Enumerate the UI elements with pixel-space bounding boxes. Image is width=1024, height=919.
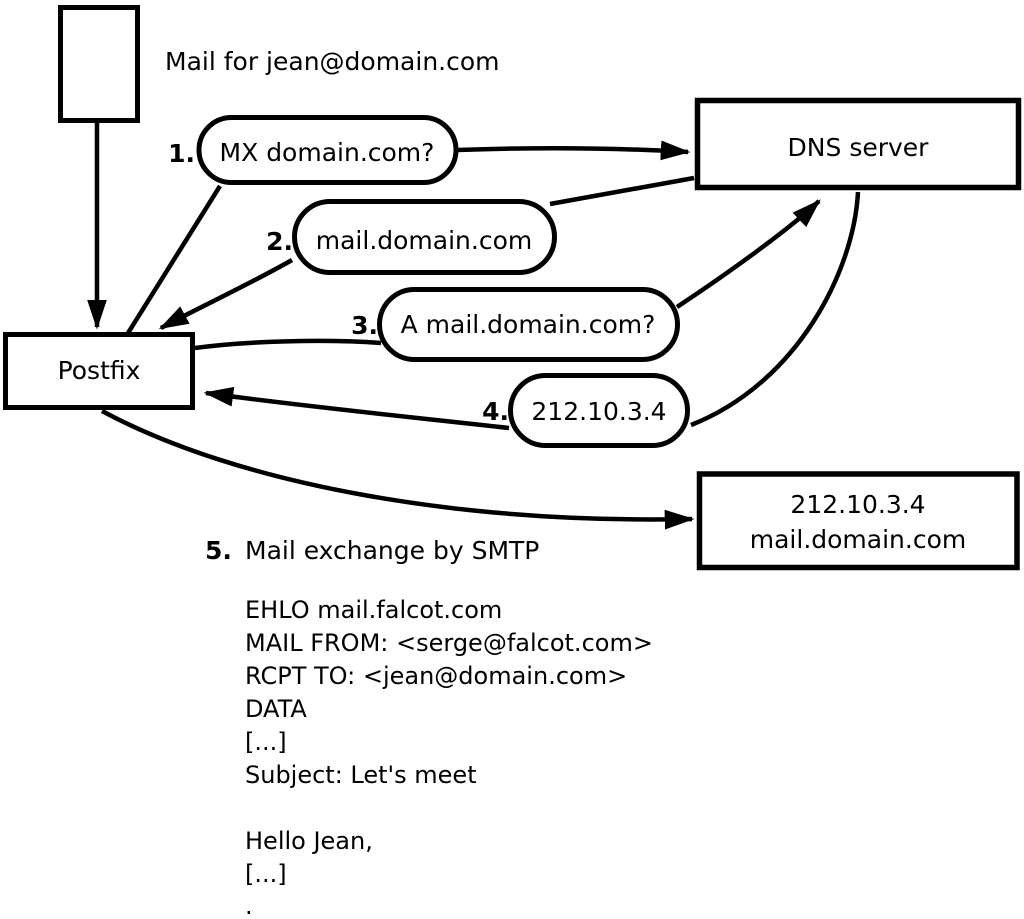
step-number-2: 2. — [266, 227, 293, 256]
mail-message-icon — [58, 5, 140, 123]
dns-server-label: DNS server — [788, 133, 930, 162]
labels: Mail for jean@domain.com 1. MX domain.co… — [58, 47, 967, 565]
line-reply2-from-dns — [549, 175, 695, 207]
smtp-line: Subject: Let's meet — [245, 761, 477, 789]
reply-pill-4 — [508, 373, 690, 448]
mail-server-ip-label: 212.10.3.4 — [790, 490, 925, 519]
smtp-line: [...] — [245, 860, 287, 888]
line-query3-from-postfix — [194, 338, 382, 351]
smtp-session-transcript: EHLO mail.falcot.com MAIL FROM: <serge@f… — [245, 596, 653, 919]
smtp-line: DATA — [245, 695, 307, 723]
arrow-reply2-to-postfix — [158, 258, 294, 330]
nodes — [3, 5, 1022, 571]
query-pill-3 — [377, 287, 680, 362]
smtp-exchange-label: Mail exchange by SMTP — [245, 536, 539, 565]
reply-pill-2-label: mail.domain.com — [316, 226, 532, 255]
step-number-4: 4. — [482, 397, 509, 426]
step-number-5: 5. — [205, 536, 232, 565]
postfix-label: Postfix — [58, 356, 141, 385]
smtp-line: EHLO mail.falcot.com — [245, 596, 502, 624]
query-pill-1 — [196, 115, 459, 185]
smtp-line: [...] — [245, 728, 287, 756]
smtp-line: . — [245, 892, 253, 919]
arrow-reply4-to-postfix — [203, 386, 510, 431]
mail-for-label: Mail for jean@domain.com — [165, 47, 500, 76]
smtp-line: Hello Jean, — [245, 827, 373, 855]
arrow-query1-to-dns — [456, 140, 691, 161]
arrow-smtp-to-mailserver — [100, 409, 695, 530]
step-number-3: 3. — [351, 311, 378, 340]
postfix-box — [3, 332, 195, 410]
query-pill-3-label: A mail.domain.com? — [401, 310, 656, 339]
mail-server-host-label: mail.domain.com — [750, 525, 966, 554]
step-number-1: 1. — [168, 139, 195, 168]
line-query1-from-postfix — [126, 184, 222, 335]
line-reply4-from-dns — [690, 191, 861, 428]
mail-server-box — [696, 471, 1020, 571]
dns-server-box — [694, 97, 1022, 191]
reply-pill-2 — [292, 199, 557, 275]
query-pill-1-label: MX domain.com? — [220, 138, 435, 167]
arrow-query3-to-dns — [675, 199, 821, 309]
reply-pill-4-label: 212.10.3.4 — [531, 397, 666, 426]
smtp-line: RCPT TO: <jean@domain.com> — [245, 662, 627, 690]
smtp-line: MAIL FROM: <serge@falcot.com> — [245, 629, 653, 657]
connectors — [87, 123, 861, 530]
